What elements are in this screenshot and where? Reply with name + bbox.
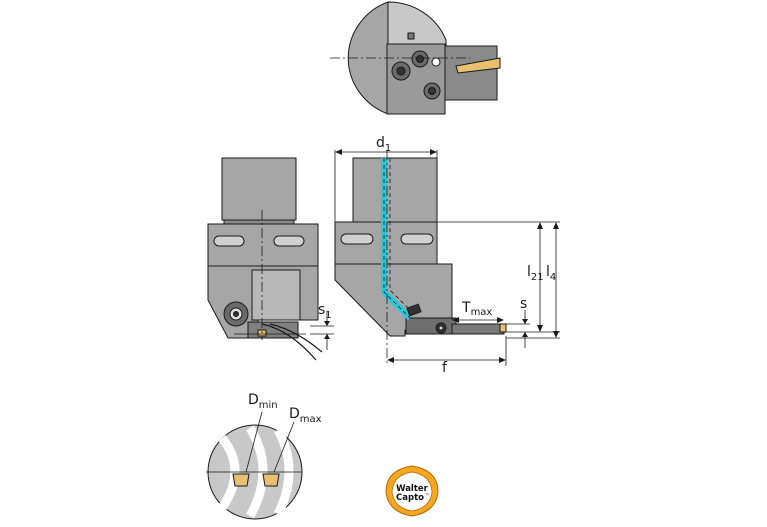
side-view [207,157,334,361]
svg-text:™: ™ [425,493,430,499]
slot-left-1 [213,235,245,247]
walter-capto-logo: Walter Capto ™ [385,465,439,517]
top-insert [455,57,501,74]
insert-right [499,323,507,333]
capto-shank-right [352,157,438,223]
label-s: s [520,296,527,312]
label-l4: l4 [546,264,556,283]
groove-detail [206,411,303,520]
label-tmax: Tmax [461,300,492,318]
svg-text:Capto: Capto [396,493,424,503]
label-d1: d1 [376,135,391,154]
blade [451,323,505,335]
label-l21: l21 [527,264,544,283]
slot-left-2 [273,235,305,247]
capto-shank-left [221,157,297,221]
insert-dmax [262,473,280,487]
label-s1: s1 [318,302,332,321]
coolant-port-icon [431,57,441,67]
top-view [330,1,501,115]
slot-right-2 [400,233,434,245]
label-f: f [442,360,448,376]
insert-dmin [232,473,250,487]
clamp-head [444,45,498,101]
front-view [334,149,560,366]
label-dmin: Dmin [248,392,278,411]
label-dmax: Dmax [289,406,322,425]
svg-text:Walter: Walter [396,484,429,494]
slot-right-1 [340,233,374,245]
